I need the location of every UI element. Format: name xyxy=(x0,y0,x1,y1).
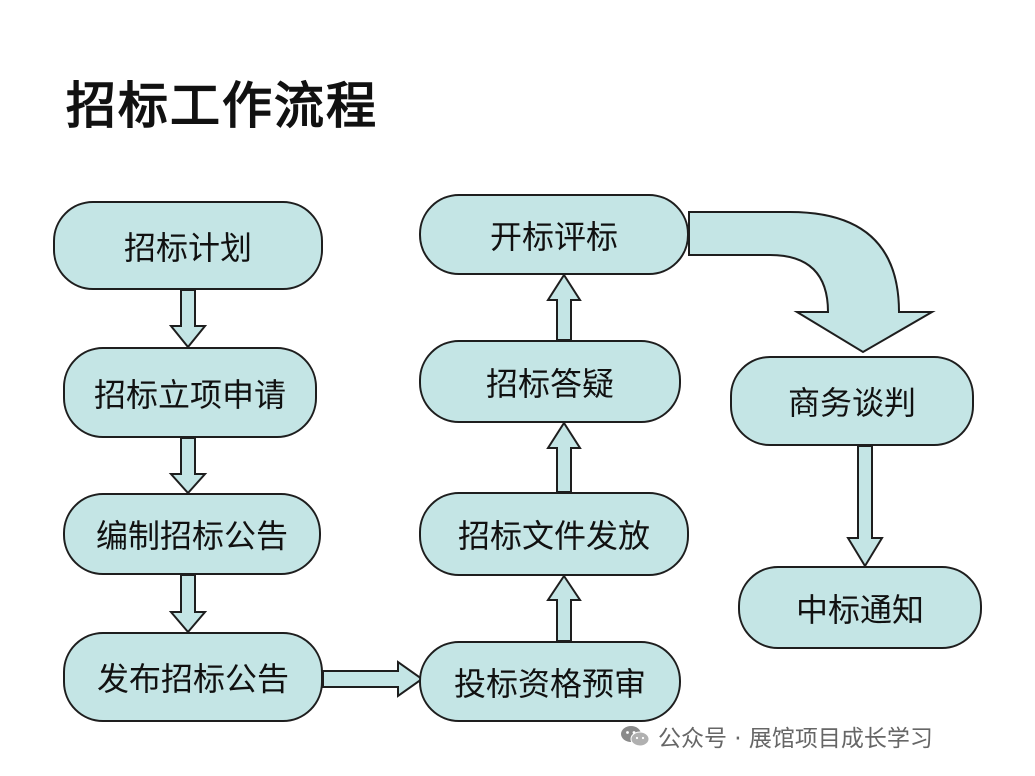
node-clarification: 招标答疑 xyxy=(419,340,681,423)
node-publish-notice: 发布招标公告 xyxy=(63,632,323,722)
arrow-clarify-to-open xyxy=(546,273,582,341)
node-award-notice: 中标通知 xyxy=(738,566,982,649)
node-plan: 招标计划 xyxy=(53,201,323,290)
wechat-icon xyxy=(621,726,650,747)
node-issue-documents: 招标文件发放 xyxy=(419,492,689,576)
node-negotiation: 商务谈判 xyxy=(730,356,974,446)
watermark-text: 公众号 · 展馆项目成长学习 xyxy=(658,726,933,752)
arrow-draft-to-publish xyxy=(168,574,208,634)
arrow-issue-to-clarify xyxy=(546,421,582,493)
arrow-publish-to-prequal xyxy=(322,660,424,698)
arrow-plan-to-approval xyxy=(168,289,208,349)
arrow-open-to-negotiation-curved xyxy=(688,211,936,354)
watermark: 公众号 · 展馆项目成长学习 xyxy=(620,718,933,754)
node-bid-opening: 开标评标 xyxy=(419,194,689,275)
arrow-negotiation-to-award xyxy=(846,445,884,568)
page-title: 招标工作流程 xyxy=(66,77,378,135)
node-draft-notice: 编制招标公告 xyxy=(63,493,321,575)
node-prequalification: 投标资格预审 xyxy=(419,641,681,722)
node-approval: 招标立项申请 xyxy=(63,347,317,438)
arrow-prequal-to-issue xyxy=(546,574,582,642)
arrow-approval-to-draft xyxy=(168,437,208,495)
